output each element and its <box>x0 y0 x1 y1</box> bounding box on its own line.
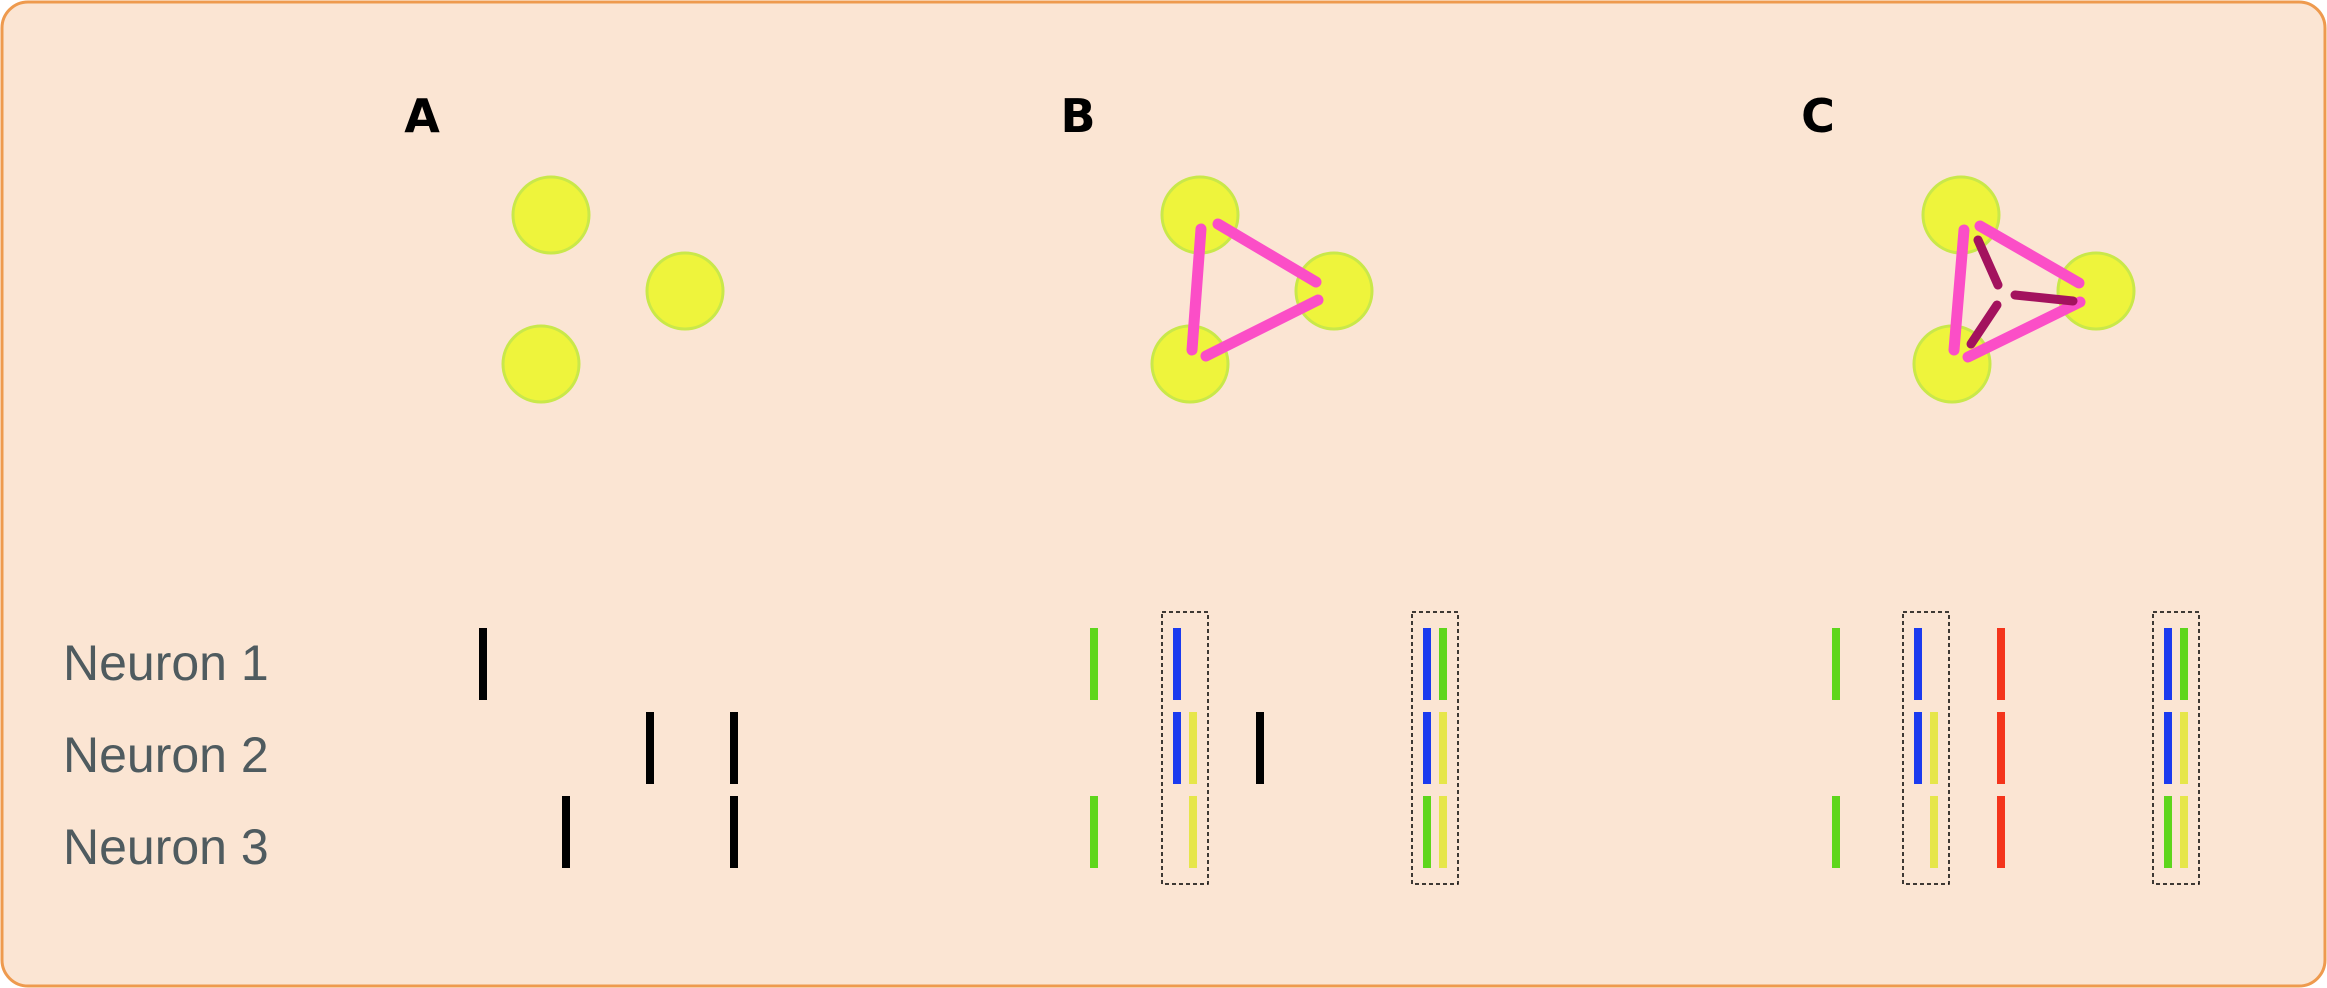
spike-mark <box>1423 712 1431 784</box>
spike-mark <box>1914 712 1922 784</box>
spike-mark <box>1423 796 1431 868</box>
neuron-node <box>645 251 725 331</box>
row-label-neuron-3: Neuron 3 <box>63 819 269 875</box>
pairwise-connection <box>1962 296 2086 363</box>
neuron-node <box>1294 251 1374 331</box>
triplet-connection <box>1966 300 2002 349</box>
neuron-node <box>501 324 581 404</box>
spike-mark <box>1173 628 1181 700</box>
spike-mark <box>1439 712 1447 784</box>
pairwise-connection <box>1212 218 1322 288</box>
spike-mark <box>2164 628 2172 700</box>
pairwise-connection <box>1186 223 1207 356</box>
spike-mark <box>2180 796 2188 868</box>
triplet-connection <box>1973 235 2003 290</box>
neuron-node <box>2056 251 2136 331</box>
spike-mark <box>1439 628 1447 700</box>
spike-mark <box>2180 628 2188 700</box>
spike-mark <box>2164 712 2172 784</box>
row-label-neuron-2: Neuron 2 <box>63 727 269 783</box>
panel-label-a: A <box>404 89 440 143</box>
spike-mark <box>1930 712 1938 784</box>
panel-label-c: C <box>1801 89 1835 143</box>
spike-mark <box>2164 796 2172 868</box>
spike-mark <box>479 628 487 700</box>
spike-mark <box>730 712 738 784</box>
panel-a-spike-raster <box>479 628 738 868</box>
spike-mark <box>1997 796 2005 868</box>
spike-mark <box>1439 796 1447 868</box>
spike-mark <box>1173 712 1181 784</box>
synchrony-box <box>2152 611 2200 885</box>
panel-b-network <box>1150 175 1374 404</box>
synchrony-box <box>1411 611 1459 885</box>
spike-mark <box>1997 712 2005 784</box>
spike-mark <box>730 796 738 868</box>
synchrony-box <box>1161 611 1209 885</box>
spike-mark <box>1256 712 1264 784</box>
spike-mark <box>1930 796 1938 868</box>
spike-mark <box>562 796 570 868</box>
panel-label-b: B <box>1060 89 1095 143</box>
spike-mark <box>1090 796 1098 868</box>
triplet-connection <box>2010 290 2078 306</box>
spike-mark <box>1914 628 1922 700</box>
spike-mark <box>1189 796 1197 868</box>
panel-a-network <box>501 175 725 404</box>
neuron-node <box>511 175 591 255</box>
row-label-neuron-1: Neuron 1 <box>63 635 269 691</box>
spike-mark <box>1832 628 1840 700</box>
panel-b-spike-raster <box>1090 611 1459 885</box>
synchrony-box <box>1902 611 1950 885</box>
spike-mark <box>1832 796 1840 868</box>
panel-c-spike-raster <box>1832 611 2200 885</box>
spike-mark <box>2180 712 2188 784</box>
pairwise-connection <box>1974 220 2085 289</box>
spike-mark <box>1423 628 1431 700</box>
pairwise-connection <box>1948 224 1970 356</box>
pairwise-connection <box>1200 294 1324 362</box>
spike-mark <box>646 712 654 784</box>
panel-c-network <box>1912 175 2136 404</box>
spike-mark <box>1090 628 1098 700</box>
spike-mark <box>1189 712 1197 784</box>
spike-mark <box>1997 628 2005 700</box>
